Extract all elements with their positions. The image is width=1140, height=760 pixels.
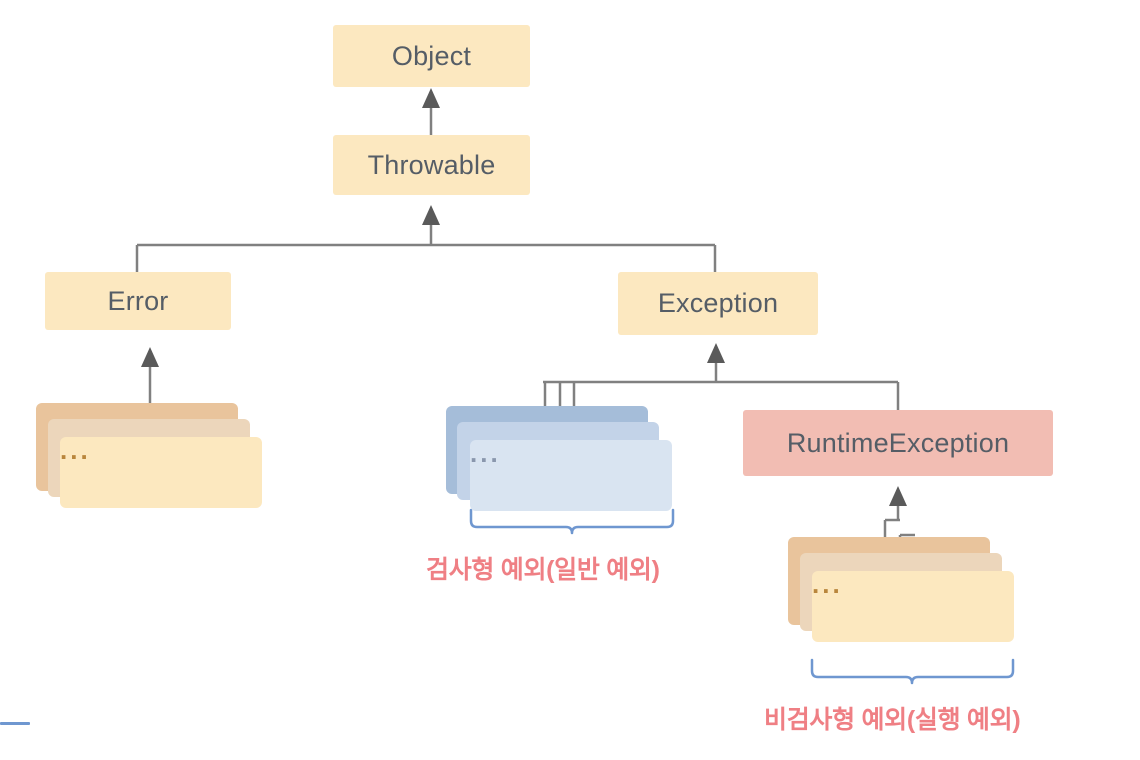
node-throwable-label: Throwable: [367, 149, 496, 180]
arrowhead-error: [141, 347, 159, 367]
node-throwable[interactable]: Throwable: [333, 135, 530, 195]
stack-layer-front[interactable]: ...: [470, 440, 672, 511]
label-checked-exceptions: 검사형 예외(일반 예외): [426, 550, 660, 586]
node-exception[interactable]: Exception: [618, 272, 818, 335]
stack-layer-front[interactable]: ...: [812, 571, 1014, 642]
arrowhead-throwable: [422, 205, 440, 225]
node-error[interactable]: Error: [45, 272, 231, 330]
stack-checked-ellipsis: ...: [470, 438, 501, 468]
label-unchecked-exceptions-text: 비검사형 예외(실행 예외): [764, 706, 1021, 734]
node-exception-label: Exception: [657, 288, 779, 318]
node-object[interactable]: Object: [333, 25, 530, 87]
node-runtimeexception-label: RuntimeException: [786, 427, 1010, 458]
arrowhead-object: [422, 88, 440, 108]
node-runtimeexception[interactable]: RuntimeException: [743, 410, 1053, 476]
brace-checked-exceptions: [469, 508, 675, 535]
stack-error-ellipsis: ...: [60, 435, 91, 465]
stack-layer-front[interactable]: ...: [60, 437, 262, 508]
label-unchecked-exceptions: 비검사형 예외(실행 예외): [764, 700, 1021, 736]
node-object-label: Object: [391, 40, 472, 71]
stack-runtime-ellipsis: ...: [812, 569, 843, 599]
arrowhead-exception: [707, 343, 725, 363]
node-error-label: Error: [107, 285, 169, 316]
arrowhead-runtimeexception: [889, 486, 907, 506]
accent-rule: [0, 722, 30, 725]
brace-unchecked-exceptions: [810, 658, 1015, 685]
label-checked-exceptions-text: 검사형 예외(일반 예외): [426, 556, 660, 584]
